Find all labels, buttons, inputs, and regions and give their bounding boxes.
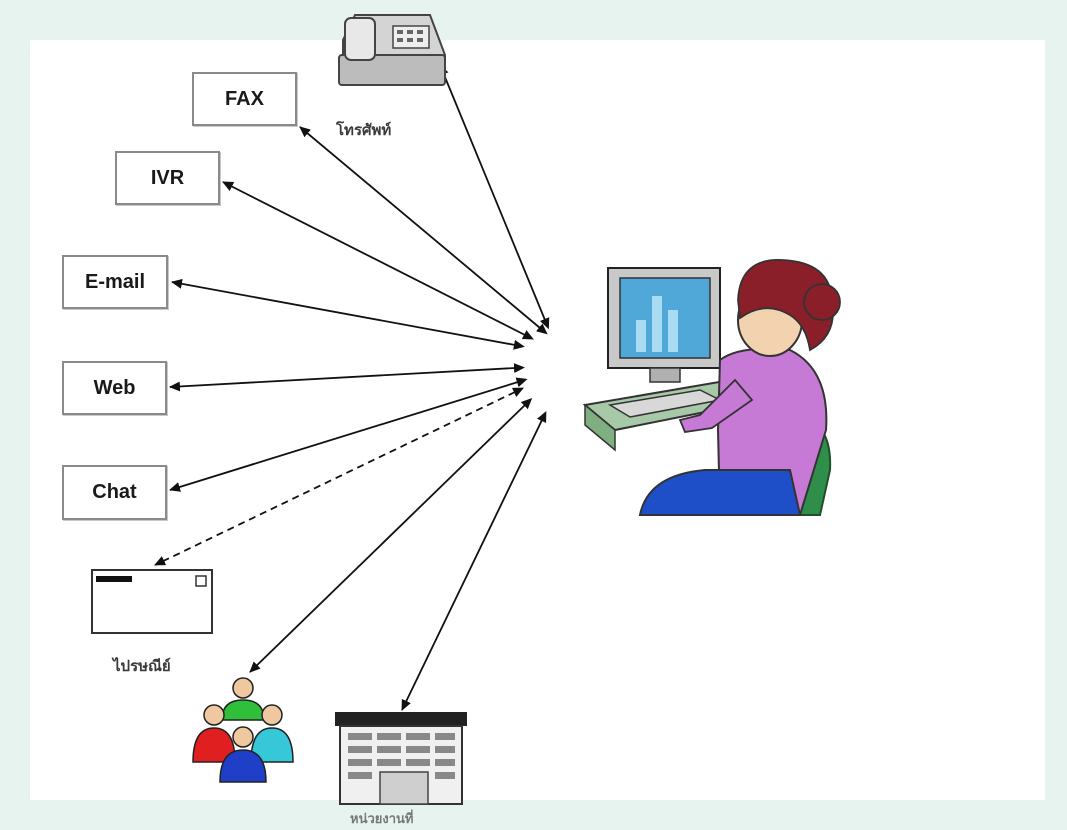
arrow-email <box>171 278 525 350</box>
chat-label: Chat <box>92 481 137 503</box>
post-label: ไปรษณีย์ <box>113 657 171 675</box>
fax-label: FAX <box>225 87 264 110</box>
agent-at-computer-icon <box>582 259 841 516</box>
arrow-ivr <box>222 181 534 340</box>
fax-box: FAX <box>192 72 297 126</box>
ivr-box: IVR <box>115 151 220 205</box>
web-label: Web <box>93 376 136 399</box>
ivr-label: IVR <box>150 166 185 189</box>
telephone-label: โทรศัพท์ <box>336 121 392 139</box>
email-box: E-mail <box>62 255 168 309</box>
email-label: E-mail <box>84 270 146 293</box>
connection-arrows <box>154 64 550 711</box>
customers-icon <box>192 677 294 783</box>
telephone-icon <box>338 14 446 86</box>
arrow-web <box>169 363 525 392</box>
arrow-telephone <box>439 64 550 330</box>
web-box: Web <box>62 361 167 415</box>
branch-label: หน่วยงานที่ <box>350 812 414 827</box>
arrow-fax <box>299 126 548 335</box>
arrow-branch <box>401 410 547 711</box>
arrow-chat <box>169 377 528 492</box>
arrow-customers <box>249 398 533 673</box>
building-icon <box>335 712 467 805</box>
envelope-icon <box>91 569 213 634</box>
chat-box: Chat <box>62 465 167 520</box>
